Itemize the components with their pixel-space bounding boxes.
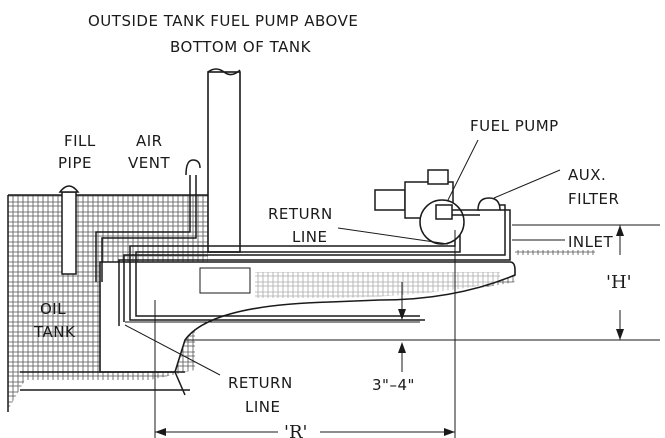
label-r-dimension: 'R' xyxy=(284,422,307,438)
label-return-bottom-1: RETURN xyxy=(228,374,293,392)
title-line-2: BOTTOM OF TANK xyxy=(170,38,312,56)
h-arrow-top xyxy=(616,225,624,236)
label-fuel-pump: FUEL PUMP xyxy=(470,117,559,135)
label-inlet: INLET xyxy=(568,233,613,251)
pump-housing xyxy=(419,199,465,245)
r-arrow-left xyxy=(155,428,166,436)
pump-to-filter xyxy=(452,209,480,216)
h-arrow-bottom xyxy=(616,329,624,340)
label-aux-2: FILTER xyxy=(568,190,619,208)
gap-arrow-top xyxy=(398,309,406,320)
r-dimension-lines xyxy=(154,230,456,438)
label-oil-1: OIL xyxy=(40,300,66,318)
h-dimension-lines xyxy=(512,224,660,341)
label-return-top-2: LINE xyxy=(292,228,327,246)
tank-inner-box xyxy=(199,267,251,294)
label-gap: 3"–4" xyxy=(372,376,415,394)
supply-line-pipe xyxy=(118,204,511,326)
leader-return-top xyxy=(337,227,449,245)
ground-outline xyxy=(7,194,240,412)
label-air-2: VENT xyxy=(128,154,170,172)
gap-lines xyxy=(125,282,570,372)
label-fill-1: FILL xyxy=(64,132,96,150)
label-return-top-1: RETURN xyxy=(268,205,333,223)
label-air-1: AIR xyxy=(136,132,163,150)
column xyxy=(207,71,241,253)
label-fill-2: PIPE xyxy=(58,154,92,172)
label-aux-1: AUX. xyxy=(568,166,606,184)
fill-pipe-cap xyxy=(58,185,80,193)
label-h-dimension: 'H' xyxy=(606,272,632,293)
air-vent-pipe xyxy=(95,175,197,282)
tank-inner-fill xyxy=(255,272,500,298)
column-break xyxy=(207,68,241,76)
pump-motor xyxy=(374,189,406,211)
r-arrow-right xyxy=(444,428,455,436)
aux-filter xyxy=(477,197,501,211)
pump-top xyxy=(427,169,449,185)
label-oil-2: TANK xyxy=(33,323,76,341)
leader-return-bottom xyxy=(124,324,221,376)
gap-arrow-bottom xyxy=(398,342,406,353)
leader-fuel-pump xyxy=(447,139,479,201)
leader-aux-filter xyxy=(493,169,561,199)
air-vent-hook xyxy=(185,159,201,176)
title-line-1: OUTSIDE TANK FUEL PUMP ABOVE xyxy=(88,12,358,30)
label-return-bottom-2: LINE xyxy=(245,398,280,416)
fill-pipe xyxy=(61,191,77,275)
pump-port xyxy=(435,204,453,220)
oil-tank-bottom xyxy=(20,371,190,396)
